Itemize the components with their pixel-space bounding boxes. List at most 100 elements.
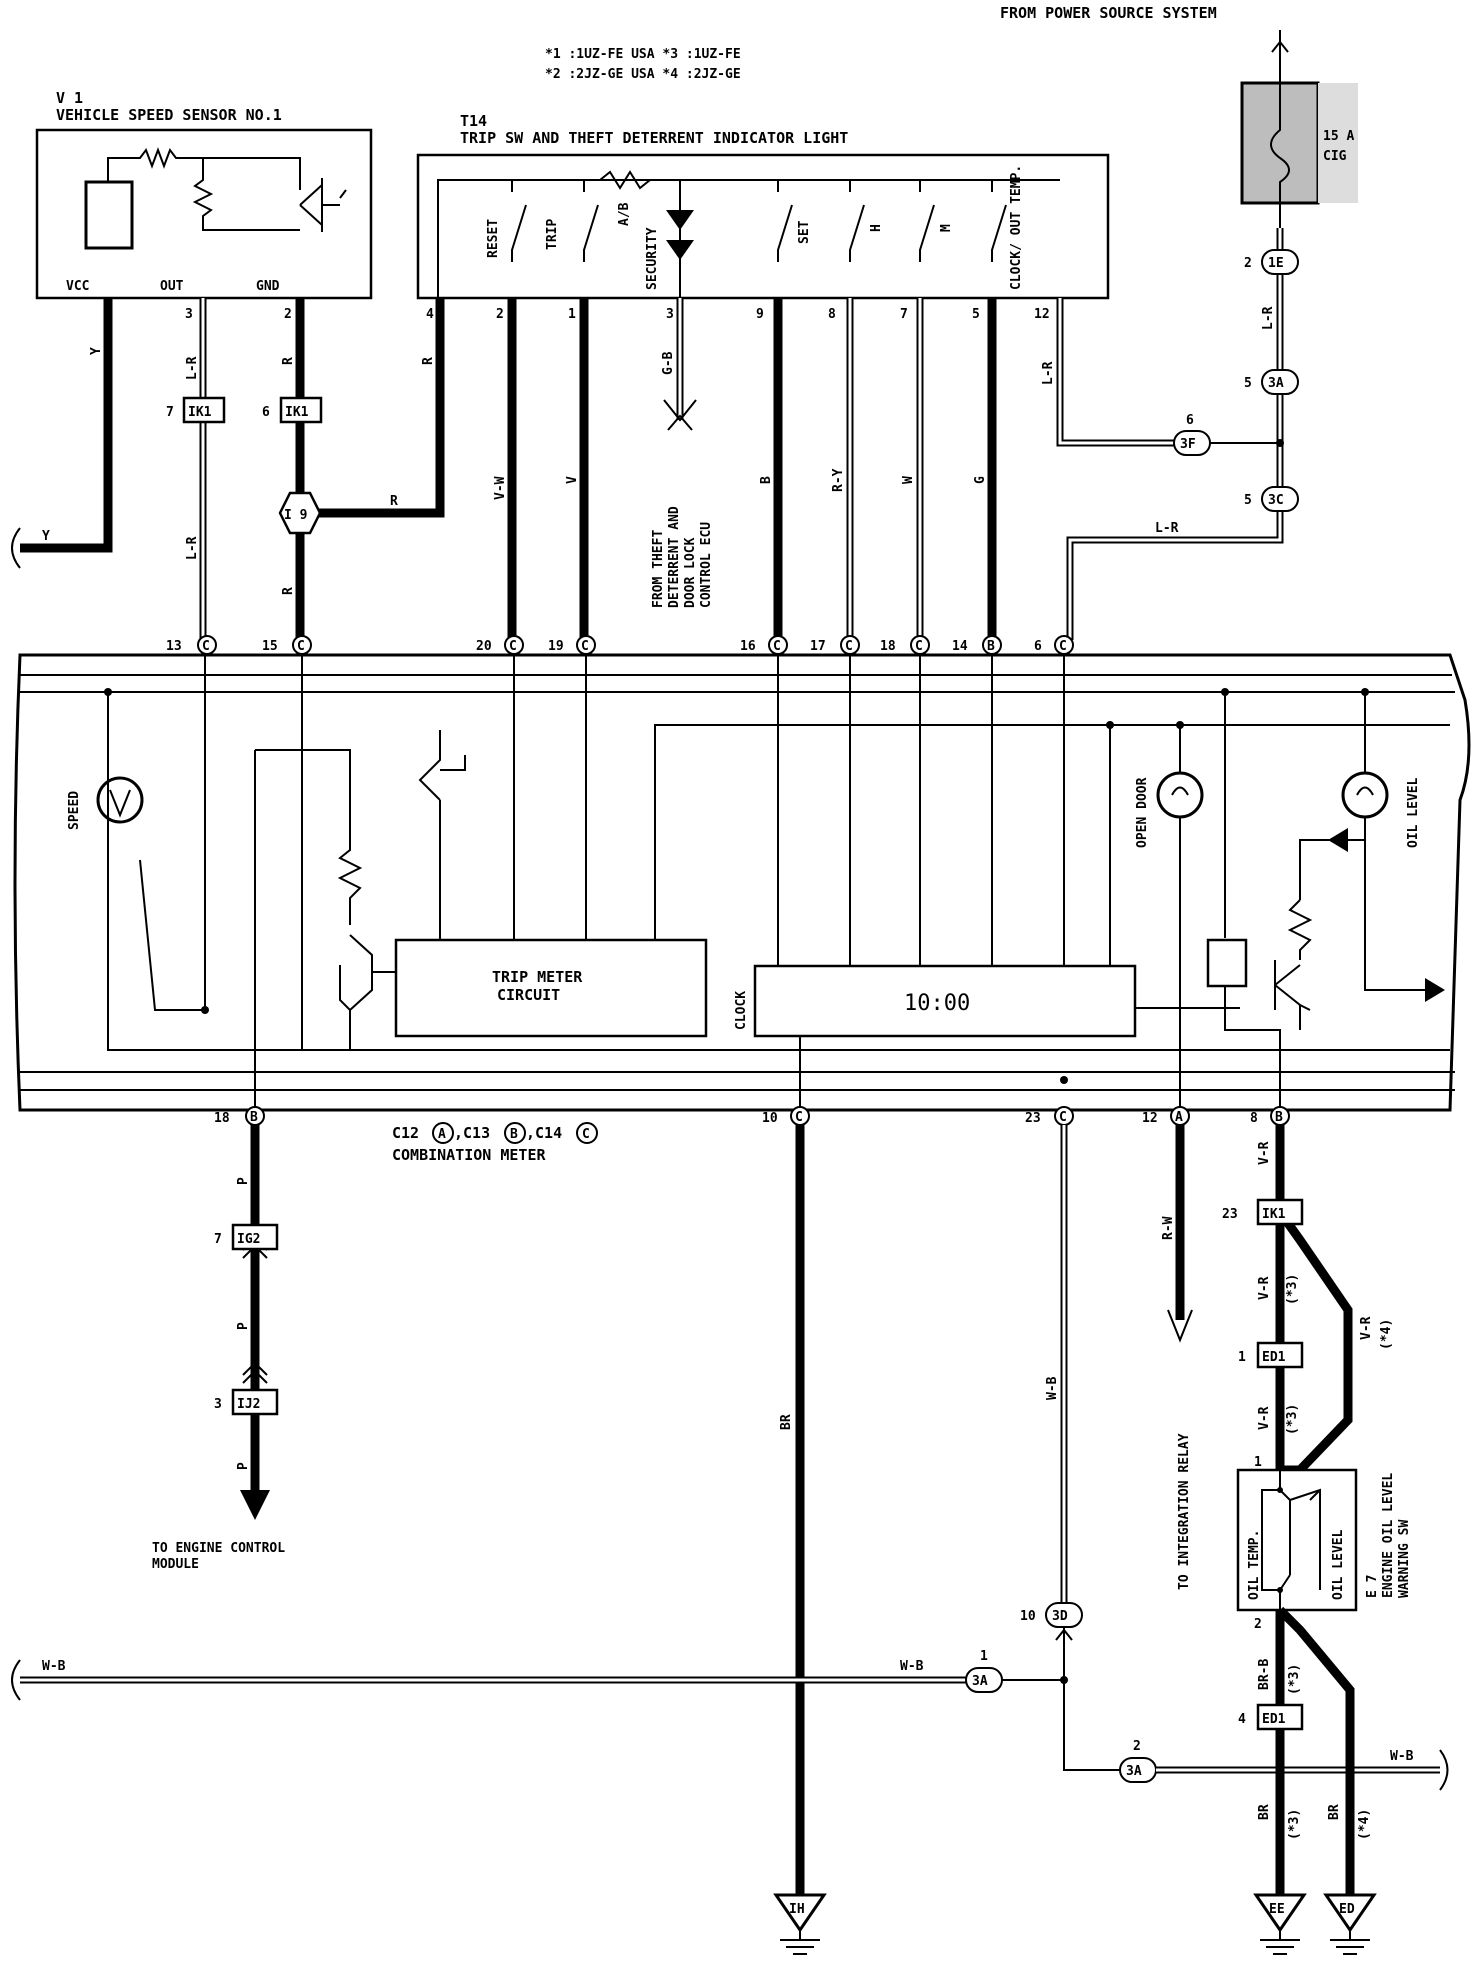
t14-common-bus [437, 179, 1060, 298]
pin-19-letter: C [581, 639, 589, 654]
speed-label: SPEED [67, 791, 82, 830]
wire-label-lr-2: L-R [185, 536, 200, 560]
wire-wb-down [1063, 1627, 1120, 1771]
connector-ik1-a-label: IK1 [188, 405, 212, 420]
meter-part-a: A [438, 1127, 446, 1142]
wire-label-r-3: R [421, 357, 436, 365]
ground-ih-triangle [773, 1893, 827, 1933]
meter-part-b: B [510, 1127, 518, 1142]
engine-note-2: *2 :2JZ-GE USA *4 :2JZ-GE [545, 67, 741, 82]
wire-label-w: W [901, 476, 916, 484]
wire-label-lr-3: L-R [1041, 361, 1056, 385]
security-led-icon [666, 210, 694, 260]
combination-meter-label: C12 A ,C13 B ,C14 C COMBINATION METER [392, 1122, 598, 1164]
pin-17-letter: C [845, 639, 853, 654]
pin-19: 19 [548, 639, 564, 654]
connector-3c [1261, 486, 1299, 512]
bus-junction-2 [1221, 688, 1229, 696]
pin-14-letter: B [987, 639, 995, 654]
wire-wb-right-cut [1439, 1749, 1449, 1791]
pin-16: 16 [740, 639, 756, 654]
connector-3d-label: 3D [1052, 1609, 1068, 1624]
pin-10-letter: C [795, 1110, 803, 1125]
cig-fuse: 15 A CIG [1240, 30, 1358, 228]
pin-label-7: 7 [166, 405, 174, 420]
wire-lr-pin12-inner [1058, 298, 1192, 445]
fuse-name: CIG [1323, 149, 1347, 164]
v1-pin-num-3: 3 [185, 307, 193, 322]
fuse-shading [1318, 83, 1358, 203]
wire-label-vr-3: V-R [1359, 1316, 1374, 1340]
wire-br-ed [1276, 1606, 1355, 1895]
e7-box [1236, 1468, 1358, 1612]
fuse-rating: 15 A [1323, 129, 1354, 144]
pin-13: 13 [166, 639, 182, 654]
ground-ee-icon [1260, 1930, 1300, 1955]
e7-oil-level-label: OIL LEVEL [1331, 1529, 1346, 1600]
oil-transistor [1224, 960, 1311, 1115]
v1-pin-out: OUT [160, 279, 184, 294]
v1-code: V 1 [56, 89, 83, 107]
fuse-element [1270, 83, 1290, 228]
bus-junction-7 [1060, 1076, 1068, 1084]
meter-part-c13: ,C13 [454, 1124, 490, 1142]
ground-ed-icon [1330, 1930, 1370, 1955]
wire-label-wb-4: W-B [1390, 1749, 1414, 1764]
v1-pin-gnd: GND [256, 279, 280, 294]
pin-label-7b: 7 [214, 1232, 222, 1247]
e7-contact-1 [1277, 1487, 1283, 1493]
t14-pin-2: 2 [496, 307, 504, 322]
trip-meter-label-1: TRIP METER [492, 968, 583, 986]
trip-transistor [339, 934, 395, 1050]
pin-23: 23 [1025, 1111, 1041, 1126]
meter-outline [13, 653, 1471, 1112]
wire-label-b: B [759, 476, 774, 484]
pin-18: 18 [880, 639, 896, 654]
wire-label-gb: G-B [661, 351, 676, 375]
switch-label-trip: TRIP [545, 219, 560, 250]
to-engine-module-2: MODULE [152, 1557, 199, 1572]
bus-junction-3 [1361, 688, 1369, 696]
wire-label-br-3: BR [1327, 1804, 1342, 1820]
pin-12: 12 [1142, 1111, 1158, 1126]
t14-title: TRIP SW AND THEFT DETERRENT INDICATOR LI… [460, 129, 848, 147]
wire-label-wb-3: W-B [900, 1659, 924, 1674]
wire-label-p-2: P [236, 1322, 251, 1330]
bus-junction-5 [201, 1006, 209, 1014]
t14-pin-1: 1 [568, 307, 576, 322]
pin-8-letter: B [1275, 1110, 1283, 1125]
e7-name-1: ENGINE OIL LEVEL [1381, 1473, 1396, 1598]
t14-pin-3: 3 [666, 307, 674, 322]
pin-14: 14 [952, 639, 968, 654]
connector-1e [1261, 249, 1299, 275]
wire-label-vr-1: V-R [1257, 1141, 1272, 1165]
wire-wb-left-cut [11, 1659, 21, 1701]
t14-pin-12: 12 [1034, 307, 1050, 322]
v1-internal-wiring [107, 147, 301, 231]
wire-y-cut [11, 527, 21, 569]
meter-part-c12: C12 [392, 1124, 419, 1142]
wire-label-ry: R-Y [831, 468, 846, 492]
open-door-bulb-icon [1156, 771, 1204, 819]
wire-label-y: Y [89, 347, 104, 355]
wire-y [20, 298, 113, 553]
t14-pin-7: 7 [900, 307, 908, 322]
wire-label-p-3: P [236, 1462, 251, 1470]
bus-junction-6 [1176, 721, 1184, 729]
trip-input-wires [418, 655, 587, 940]
wire-lr-pin12 [1056, 298, 1192, 447]
v1-transistor-symbol [299, 178, 347, 232]
t14-box [416, 153, 1110, 300]
connector-3a-top-label: 3A [1268, 376, 1284, 391]
wire-rw-arrow [1167, 1309, 1193, 1343]
connector-3a-low-label: 3A [1126, 1764, 1142, 1779]
wire-label-g: G [973, 476, 988, 484]
variant-v4-1: (*4) [1379, 1319, 1394, 1350]
pin-18b: 18 [214, 1111, 230, 1126]
trip-resistor [255, 749, 363, 925]
ground-ee-label: EE [1269, 1902, 1285, 1917]
to-integration-relay: TO INTEGRATION RELAY [1177, 1433, 1192, 1590]
pin-label-1b: 1 [1254, 1455, 1262, 1470]
trip-switch-unit: T14 TRIP SW AND THEFT DETERRENT INDICATO… [416, 112, 1110, 322]
